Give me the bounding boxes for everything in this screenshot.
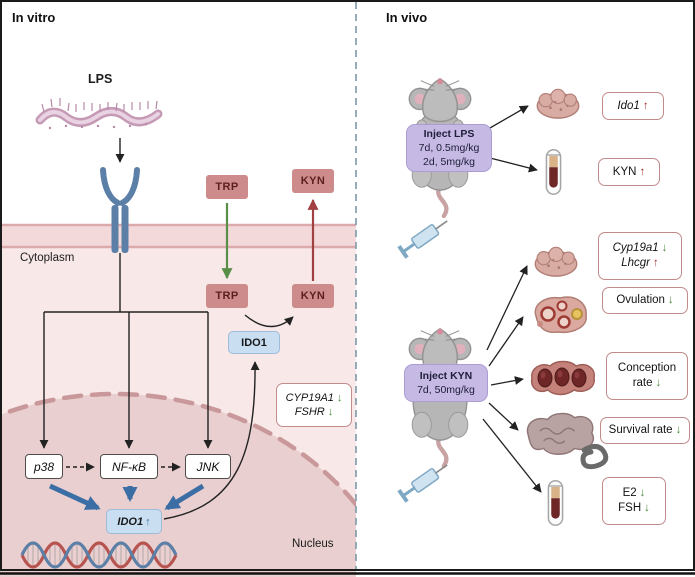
outcome-survival-box: Survival rate↓ [600,417,690,444]
nfkb-box: NF-κB [100,454,158,479]
ovary-icon [536,88,580,119]
kyn-box-cytoplasm: KYN [292,284,334,308]
inject-lps-box: Inject LPS 7d, 0.5mg/kg 2d, 5mg/kg [406,124,492,172]
ido1-gene-label: IDO1 [117,515,144,528]
ovulation-outcome-label: Ovulation [616,294,665,307]
p38-box: p38 [25,454,63,479]
kyn-box-extracellular: KYN [292,169,334,193]
panel-title-in-vivo: In vivo [386,10,428,25]
fshr-gene-label: FSHR [294,406,325,418]
fsh-outcome-label: FSH [618,502,642,514]
ovary-icon [534,246,578,277]
outcome-e2-fsh-box: E2↓ FSH↓ [602,477,666,525]
lhcgr-outcome-label: Lhcgr [621,257,651,269]
syringe-icon [395,213,453,261]
trp-box-cytoplasm: TRP [206,284,248,308]
blood-tube-icon [545,149,562,195]
receptor-illustration [100,167,140,253]
e2-outcome-label: E2 [622,487,637,500]
lps-label: LPS [88,72,113,86]
activation-arrows-blue [48,483,205,511]
ido1-enzyme-box: IDO1 [228,331,280,354]
ido1-gene-box: IDO1↑ [106,509,162,534]
cytoplasm-label: Cytoplasm [20,252,75,264]
down-arrow-icon: ↓ [639,487,646,500]
ovary-follicles-icon [534,295,588,334]
jnk-box: JNK [185,454,231,479]
signaling-arrows [39,253,294,520]
inject-kyn-dose1: 7d, 50mg/kg [417,384,475,396]
down-arrow-icon: ↓ [675,424,682,437]
down-arrow-icon: ↓ [655,377,662,389]
inject-lps-dose1: 7d, 0.5mg/kg [418,141,480,154]
cyp19a1-outcome-label: Cyp19a1 [612,242,659,255]
blood-tube-icon [547,480,564,526]
trp-box-extracellular: TRP [206,175,248,199]
down-arrow-icon: ↓ [327,406,334,418]
down-arrow-icon: ↓ [667,294,674,307]
up-arrow-icon: ↑ [639,165,646,178]
outcome-kyn-box: KYN↑ [598,158,660,186]
outcome-cyp19a1-lhcgr-box: Cyp19a1↓ Lhcgr↑ [598,232,682,280]
outcome-conception-box: Conception rate↓ [606,352,688,400]
conception-outcome-label: Conception rate [617,362,677,389]
down-arrow-icon: ↓ [644,502,650,514]
down-arrow-icon: ↓ [661,242,668,255]
mouse-to-outcome-arrows [482,105,542,493]
kyn-outcome-label: KYN [612,165,637,178]
down-arrow-icon: ↓ [336,391,343,404]
outcome-ido1-box: Ido1↑ [602,92,664,120]
nucleus-membrane [0,391,356,577]
nucleus-label: Nucleus [292,538,334,550]
outcome-ovulation-box: Ovulation↓ [602,287,688,314]
ido1-outcome-label: Ido1 [617,99,640,112]
dna-helix-illustration [20,541,178,569]
uterus-embryos-icon [530,360,596,396]
inject-kyn-title: Inject KYN [419,369,473,382]
up-arrow-icon: ↑ [145,515,151,528]
panel-title-in-vitro: In vitro [12,10,56,25]
survival-outcome-label: Survival rate [608,424,673,437]
cyp19a1-gene-label: CYP19A1 [285,391,334,404]
up-arrow-icon: ↑ [642,99,649,112]
cord-icon [580,444,609,470]
up-arrow-icon: ↑ [653,257,659,269]
inject-lps-dose2: 2d, 5mg/kg [423,156,475,169]
lps-molecule-illustration [35,98,163,130]
gene-expression-box: CYP19A1↓ FSHR↓ [276,383,352,427]
inject-kyn-box: Inject KYN 7d, 50mg/kg [404,364,488,402]
inject-lps-title: Inject LPS [423,127,475,140]
